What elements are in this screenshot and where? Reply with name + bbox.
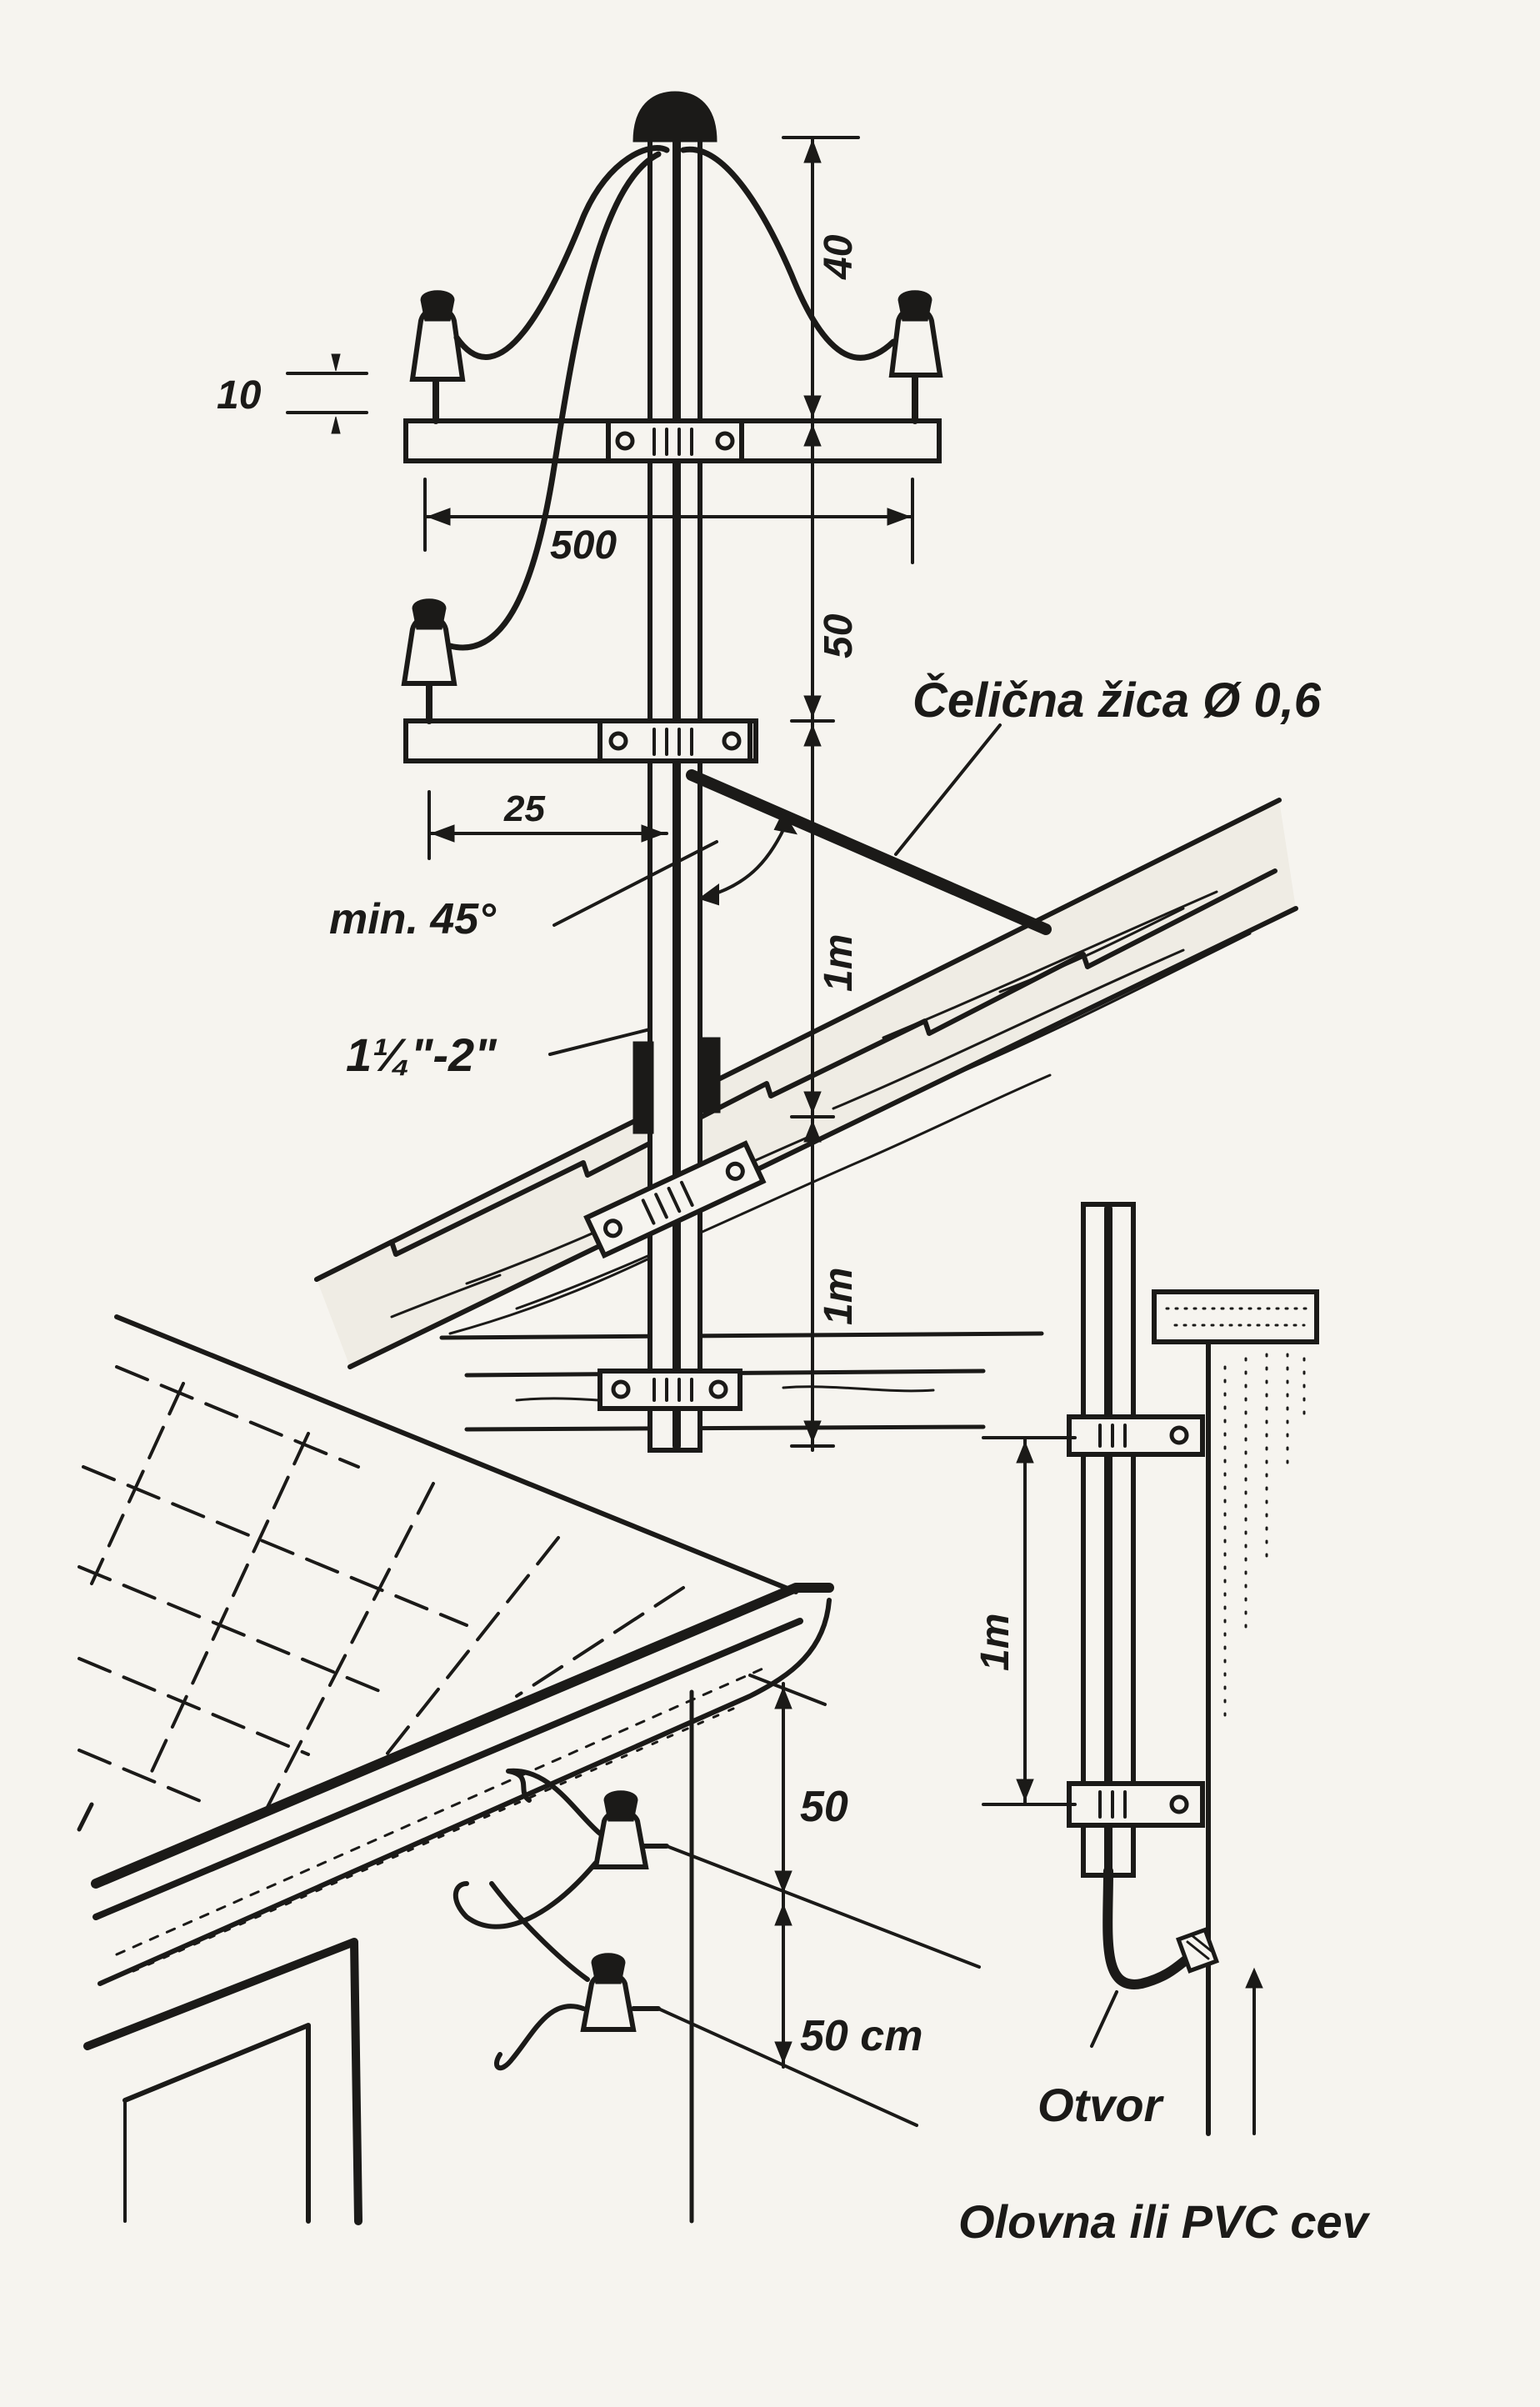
roof-plank bbox=[314, 798, 1298, 1369]
side-detail bbox=[982, 1202, 1319, 2136]
dim-1m-side-label: 1m bbox=[973, 1614, 1018, 1671]
hole-label: Otvor bbox=[1038, 2079, 1165, 2131]
wall-insulator-lower-icon bbox=[489, 1881, 661, 2071]
dimension-lines bbox=[286, 136, 914, 1452]
dim-50-upper-label: 50 bbox=[817, 613, 861, 658]
main-pole bbox=[632, 91, 721, 1453]
insulator-top-left-icon bbox=[409, 290, 466, 424]
tiled-roof bbox=[77, 1314, 834, 1986]
insulator-lower-left-icon bbox=[401, 598, 458, 724]
floor-board bbox=[439, 1331, 1044, 1432]
conductor-wires bbox=[447, 145, 897, 651]
pole-cap-icon bbox=[632, 91, 718, 143]
steel-guy-wire bbox=[686, 723, 1052, 935]
wall-dimensions bbox=[657, 1674, 981, 2127]
dim-50-wall-label: 50 bbox=[800, 1783, 848, 1831]
steel-wire-label: Čelična žica Ø 0,6 bbox=[912, 673, 1322, 728]
dim-25-label: 25 bbox=[503, 788, 545, 829]
conduit-label: Olovna ili PVC cev bbox=[958, 2195, 1371, 2248]
dim-10-label: 10 bbox=[217, 373, 262, 418]
wall-insulator-upper-icon bbox=[452, 1768, 669, 1929]
dim-1m-upper-label: 1m bbox=[817, 934, 861, 992]
building-wall bbox=[83, 1689, 694, 2225]
dim-500-label: 500 bbox=[550, 523, 617, 568]
min-angle-label: min. 45° bbox=[329, 895, 497, 943]
dim-40-label: 40 bbox=[817, 234, 861, 280]
lower-crossarm bbox=[403, 718, 758, 763]
insulator-top-right-icon bbox=[888, 290, 943, 424]
angle-arc bbox=[552, 810, 798, 927]
pipe-size-label: 1¼"-2" bbox=[346, 1028, 498, 1081]
dim-1m-lower-label: 1m bbox=[817, 1268, 861, 1325]
dim-50cm-wall-label: 50 cm bbox=[800, 2012, 922, 2060]
pole-clamps bbox=[583, 1140, 767, 1411]
upper-crossarm bbox=[403, 418, 942, 463]
